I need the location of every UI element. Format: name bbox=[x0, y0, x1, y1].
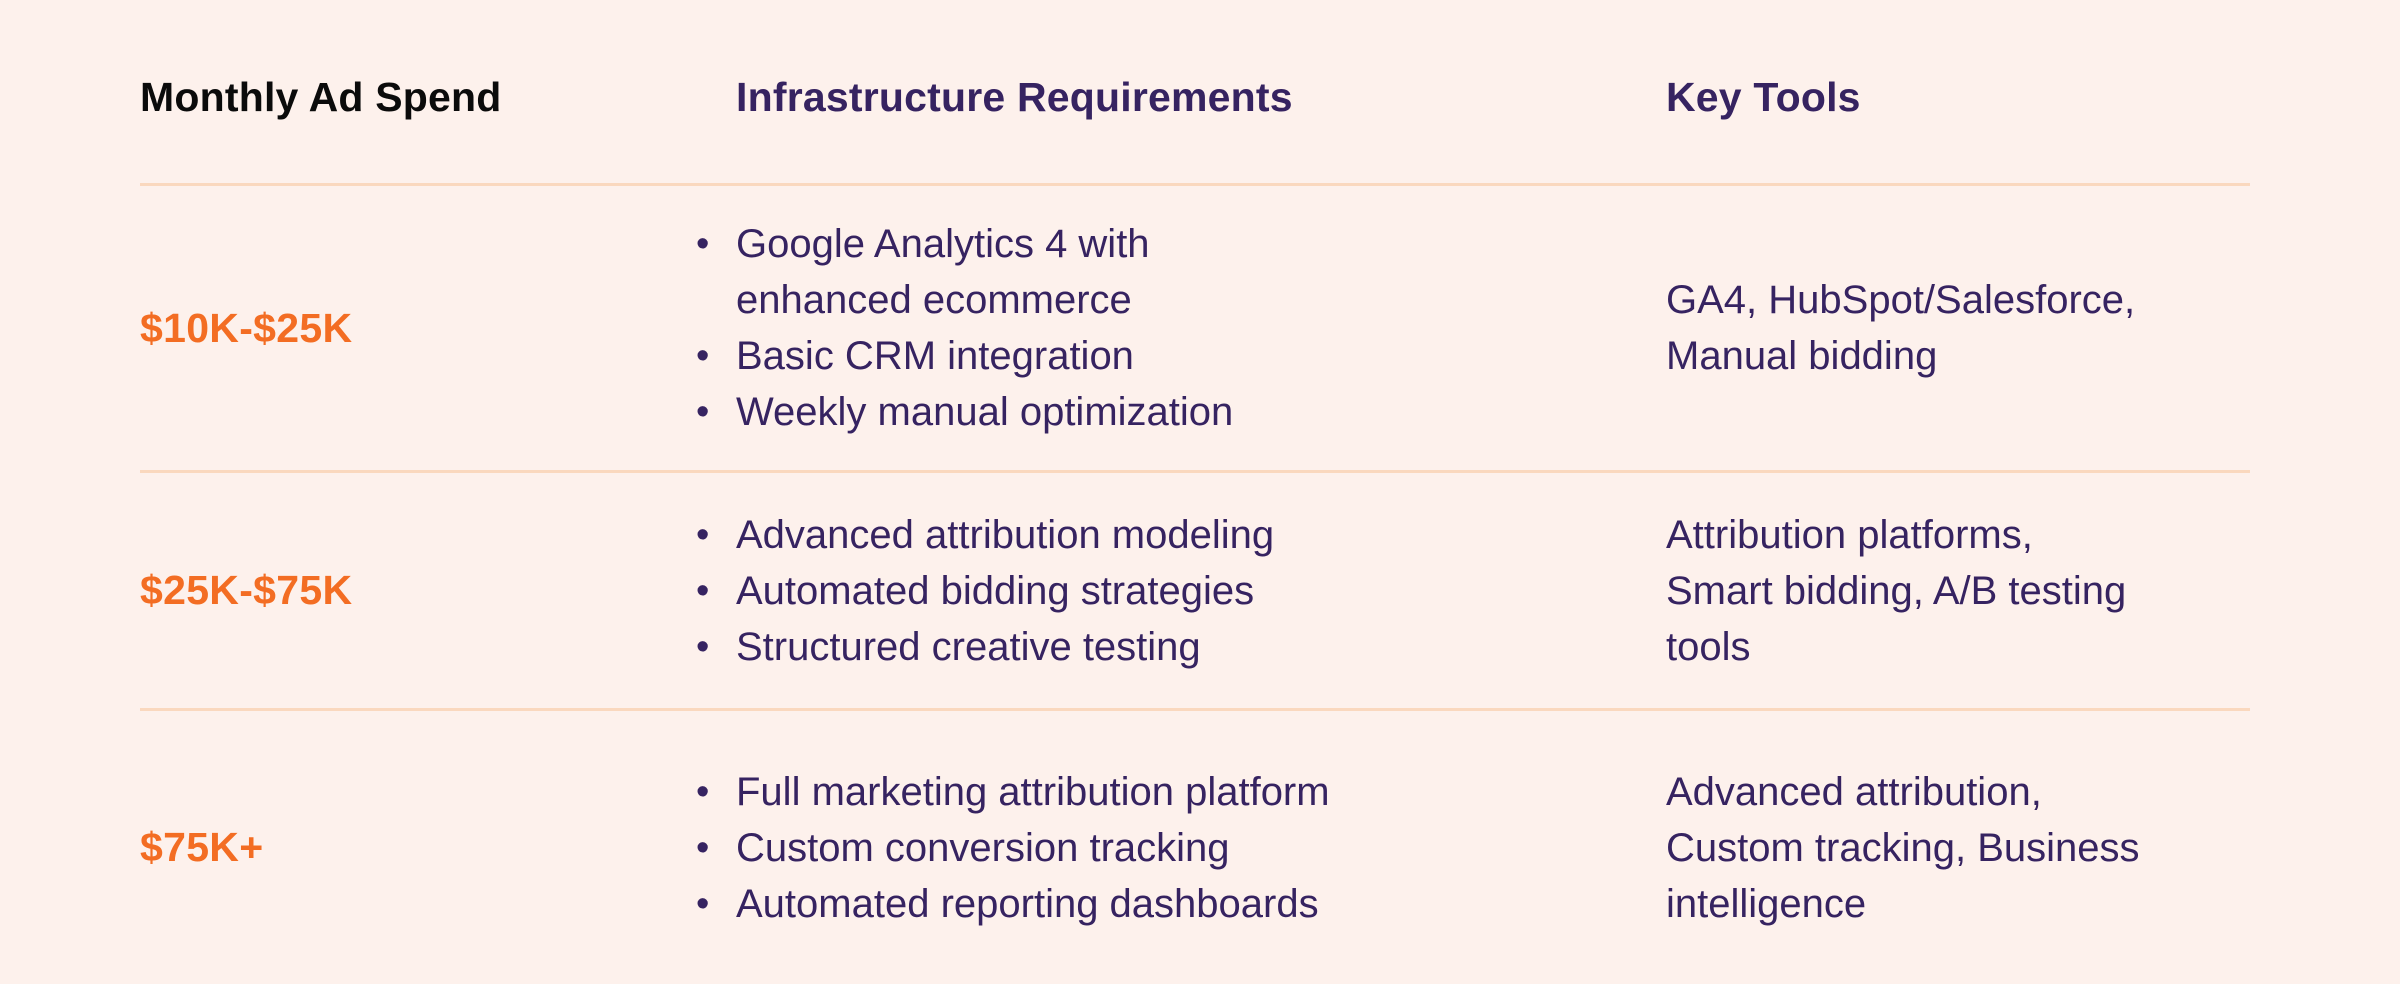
requirement-item: Full marketing attribution platform bbox=[694, 764, 1666, 820]
table-row-25k-75k: $25K-$75K Advanced attribution modeling … bbox=[140, 470, 2250, 708]
table-row-10k-25k: $10K-$25K Google Analytics 4 with enhanc… bbox=[140, 183, 2250, 470]
requirement-item: Automated reporting dashboards bbox=[694, 876, 1666, 932]
spend-tier-label: $75K+ bbox=[140, 824, 264, 870]
requirement-item: Advanced attribution modeling bbox=[694, 507, 1666, 563]
table-row-75k-plus: $75K+ Full marketing attribution platfor… bbox=[140, 708, 2250, 984]
requirement-item: Basic CRM integration bbox=[694, 328, 1666, 384]
column-header-infrastructure-requirements: Infrastructure Requirements bbox=[736, 74, 1293, 120]
requirement-item: Automated bidding strategies bbox=[694, 563, 1666, 619]
column-header-monthly-ad-spend: Monthly Ad Spend bbox=[140, 74, 502, 120]
spend-tier-label: $25K-$75K bbox=[140, 567, 353, 613]
requirement-item: Custom conversion tracking bbox=[694, 820, 1666, 876]
key-tools-text: Advanced attribution, Custom tracking, B… bbox=[1666, 769, 2140, 926]
requirements-list: Advanced attribution modeling Automated … bbox=[694, 507, 1666, 675]
header-row: Monthly Ad Spend Infrastructure Requirem… bbox=[140, 0, 2250, 183]
column-header-key-tools: Key Tools bbox=[1666, 74, 1861, 120]
spend-tier-label: $10K-$25K bbox=[140, 304, 353, 351]
key-tools-text: Attribution platforms, Smart bidding, A/… bbox=[1666, 512, 2127, 669]
requirement-item: Google Analytics 4 with enhanced ecommer… bbox=[694, 216, 1666, 328]
requirements-list: Google Analytics 4 with enhanced ecommer… bbox=[694, 216, 1666, 440]
table-content: Monthly Ad Spend Infrastructure Requirem… bbox=[140, 0, 2250, 984]
requirement-item: Structured creative testing bbox=[694, 619, 1666, 675]
key-tools-text: GA4, HubSpot/Salesforce, Manual bidding bbox=[1666, 278, 2136, 378]
requirement-item: Weekly manual optimization bbox=[694, 384, 1666, 440]
requirements-list: Full marketing attribution platform Cust… bbox=[694, 764, 1666, 932]
